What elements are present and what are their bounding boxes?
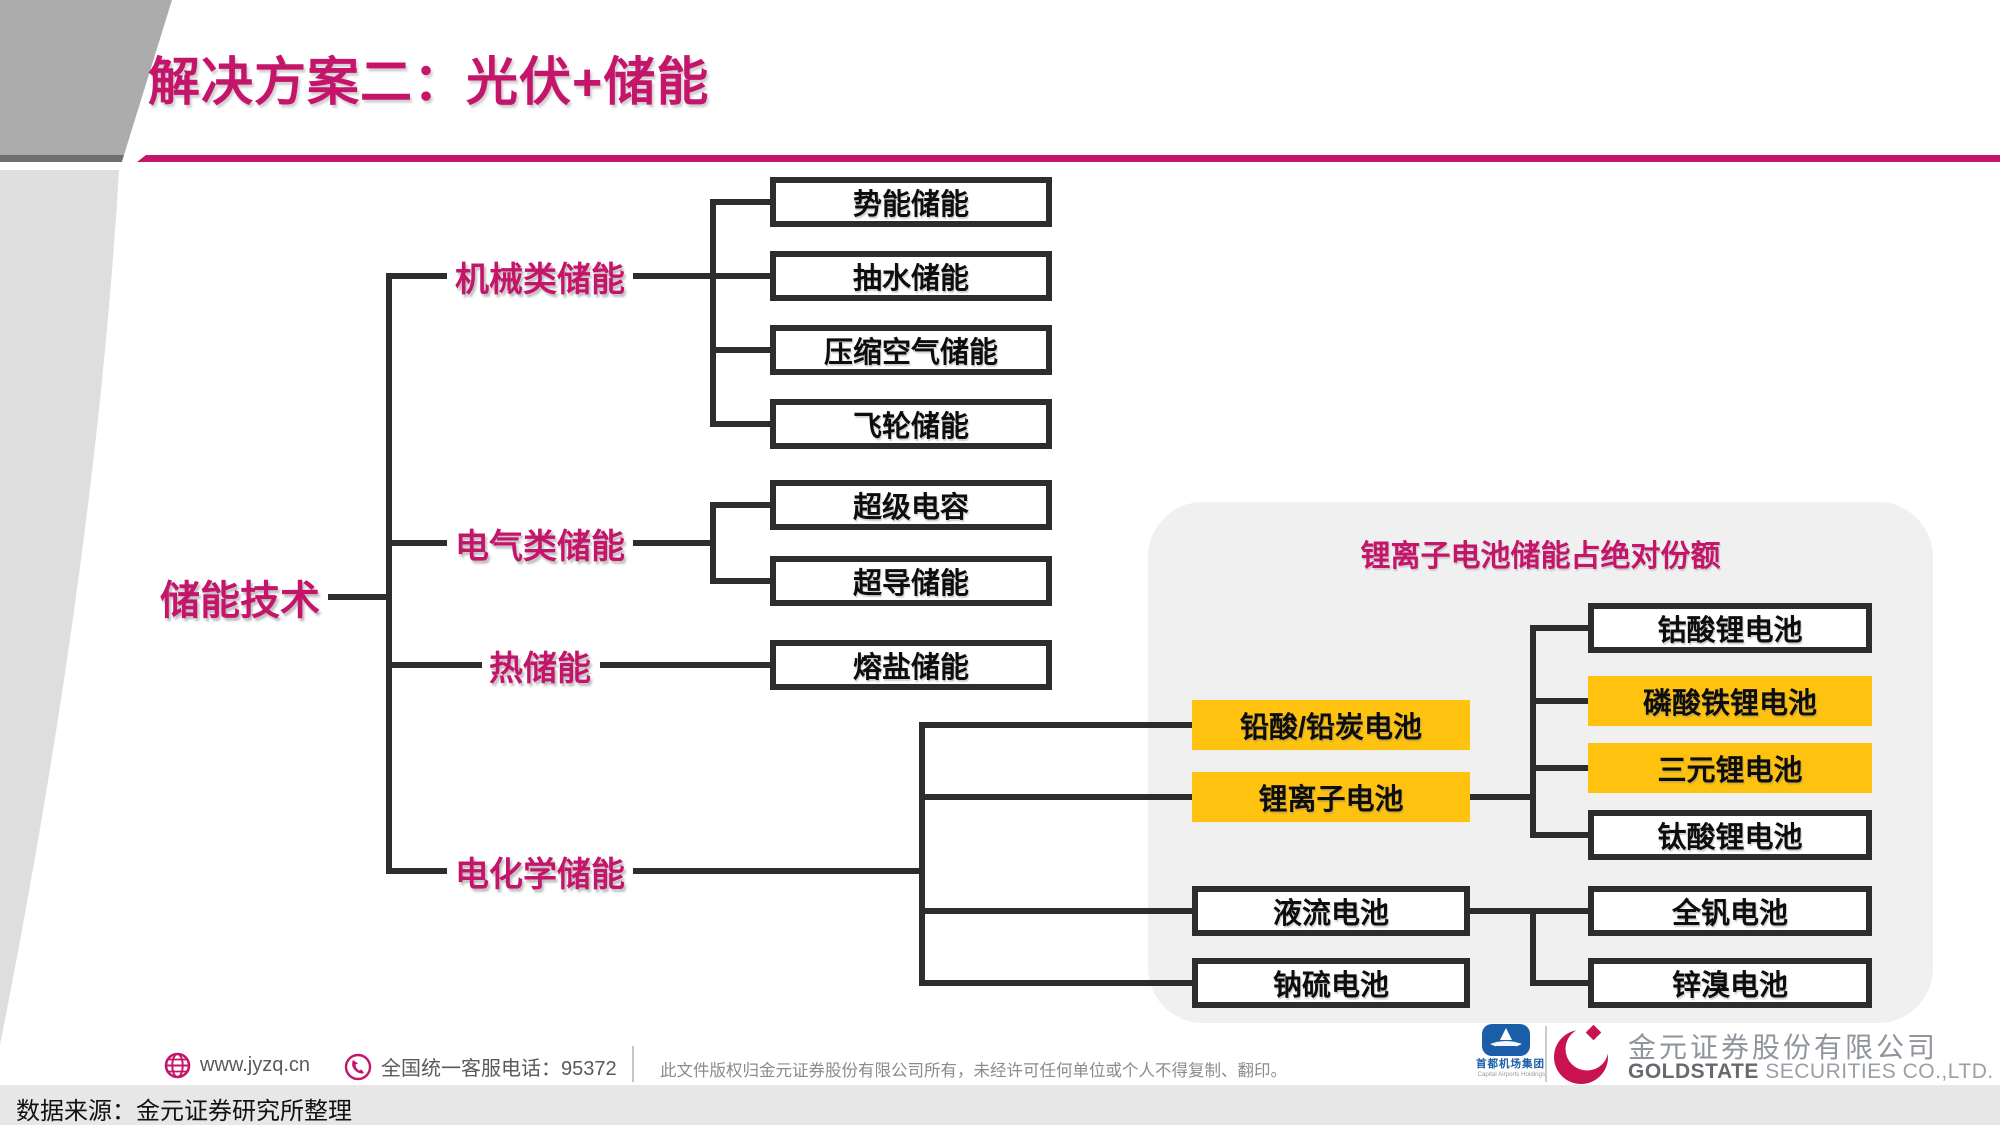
deco-left-curve — [0, 170, 119, 1045]
node-lto-battery: 钛酸锂电池 — [1588, 810, 1872, 860]
connector-line — [1533, 765, 1588, 771]
connector-line — [1533, 625, 1588, 631]
branch-mechanical: 机械类储能 — [455, 260, 625, 299]
connector-line — [1533, 832, 1588, 838]
connector-line — [1470, 908, 1588, 914]
hotline-text: 全国统一客服电话：95372 — [381, 1058, 617, 1080]
title-divider — [137, 155, 2000, 162]
node-ncm-battery: 三元锂电池 — [1588, 743, 1872, 793]
connector-line — [1533, 980, 1588, 986]
connector-line — [713, 347, 770, 353]
connector-line — [1470, 794, 1533, 800]
connector-line — [713, 578, 770, 584]
connector-trunk — [386, 273, 392, 874]
footer-divider — [632, 1046, 634, 1082]
branch-thermal: 热储能 — [489, 649, 591, 688]
copyright-text: 此文件版权归金元证券股份有限公司所有，未经许可任何单位或个人不得复制、翻印。 — [660, 1062, 1287, 1080]
corner-decoration — [0, 0, 172, 1045]
node-lithium-ion-battery: 锂离子电池 — [1192, 772, 1470, 822]
node-flywheel-storage: 飞轮储能 — [770, 399, 1052, 449]
node-vanadium-battery: 全钒电池 — [1588, 886, 1872, 936]
node-molten-salt-storage: 熔盐储能 — [770, 640, 1052, 690]
airport-logo-icon — [1482, 1024, 1530, 1056]
connector-line — [1530, 625, 1536, 838]
airport-logo-name: 首都机场集团 — [1476, 1058, 1545, 1070]
connector-line — [633, 540, 713, 546]
goldstate-name-en: GOLDSTATE SECURITIES CO.,LTD. — [1628, 1060, 1994, 1084]
website-item: www.jyzq.cn — [164, 1052, 310, 1079]
connector-line — [328, 594, 390, 600]
node-compressed-air-storage: 压缩空气储能 — [770, 325, 1052, 375]
globe-icon — [164, 1052, 191, 1079]
connector-line — [710, 199, 716, 427]
phone-icon — [344, 1053, 372, 1080]
logo-divider — [1545, 1026, 1547, 1082]
connector-line — [389, 868, 447, 874]
panel-callout: 锂离子电池储能占绝对份额 — [1360, 540, 1721, 573]
node-lco-battery: 钴酸锂电池 — [1588, 603, 1872, 653]
page-title: 解决方案二：光伏+储能 — [148, 54, 710, 112]
deco-dark-band — [0, 155, 124, 162]
connector-line — [710, 502, 716, 584]
root-node: 储能技术 — [160, 579, 320, 623]
connector-line — [713, 199, 770, 205]
capital-airports-logo: 首都机场集团 Capital Airports Holdings — [1476, 1024, 1546, 1078]
node-lfp-battery: 磷酸铁锂电池 — [1588, 676, 1872, 726]
connector-line — [919, 722, 925, 986]
connector-line — [713, 502, 770, 508]
connector-line — [633, 868, 925, 874]
connector-line — [922, 908, 1192, 914]
connector-line — [389, 540, 447, 546]
node-supercapacitor: 超级电容 — [770, 480, 1052, 530]
hotline-item: 全国统一客服电话：95372 — [344, 1052, 617, 1081]
airport-logo-subtitle: Capital Airports Holdings — [1477, 1071, 1546, 1078]
branch-electrochemical: 电化学储能 — [455, 855, 625, 894]
data-source-note: 数据来源：金元证券研究所整理 — [16, 1098, 352, 1125]
goldstate-en-rest: SECURITIES CO.,LTD. — [1758, 1060, 1994, 1083]
deco-parallelogram — [0, 0, 172, 155]
connector-line — [922, 722, 1192, 728]
node-potential-energy-storage: 势能储能 — [770, 177, 1052, 227]
connector-line — [389, 662, 482, 668]
node-flow-battery: 液流电池 — [1192, 886, 1470, 936]
connector-line — [389, 273, 447, 279]
goldstate-en-bold: GOLDSTATE — [1628, 1060, 1759, 1083]
node-sodium-sulfur-battery: 钠硫电池 — [1192, 958, 1470, 1008]
bottom-strip — [0, 1085, 2000, 1125]
connector-line — [1533, 698, 1588, 704]
goldstate-name-cn: 金元证券股份有限公司 — [1628, 1032, 1939, 1063]
node-superconducting-storage: 超导储能 — [770, 556, 1052, 606]
branch-electrical: 电气类储能 — [455, 527, 625, 566]
node-zinc-bromine-battery: 锌溴电池 — [1588, 958, 1872, 1008]
node-pumped-hydro-storage: 抽水储能 — [770, 251, 1052, 301]
connector-line — [922, 794, 1192, 800]
node-lead-acid-battery: 铅酸/铅炭电池 — [1192, 700, 1470, 750]
connector-line — [600, 662, 770, 668]
connector-line — [922, 980, 1192, 986]
connector-line — [633, 273, 770, 279]
website-url: www.jyzq.cn — [200, 1054, 311, 1076]
connector-line — [713, 421, 770, 427]
goldstate-logo-icon — [1554, 1024, 1609, 1084]
connector-line — [1530, 908, 1536, 986]
